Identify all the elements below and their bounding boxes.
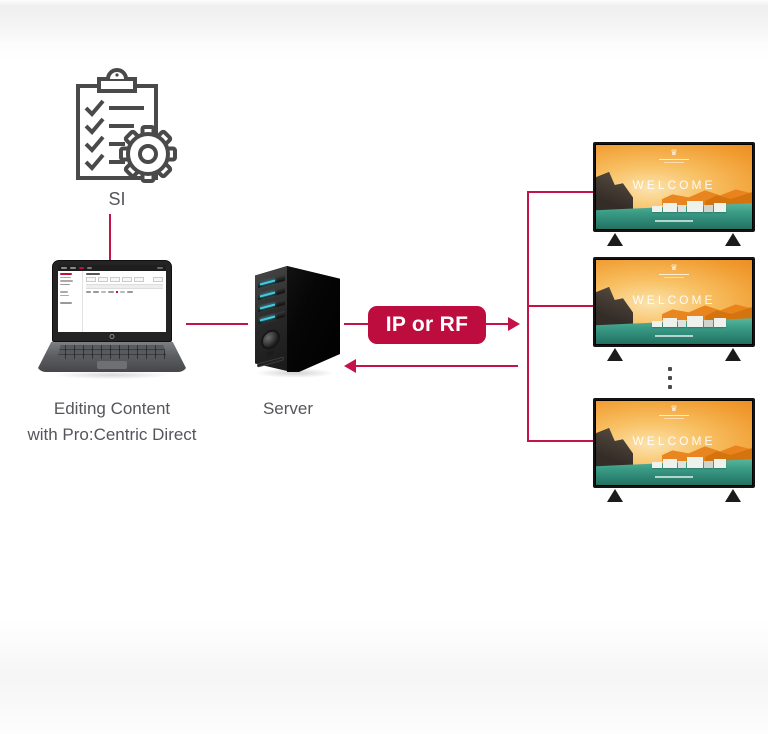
ui-chip bbox=[153, 277, 163, 282]
ui-bar bbox=[127, 291, 133, 293]
hotel-logo: ♛ bbox=[596, 263, 752, 279]
ui-bar bbox=[60, 302, 72, 304]
mini-app-sidebar bbox=[58, 271, 83, 332]
tv-feet bbox=[593, 347, 755, 362]
ui-chip bbox=[134, 277, 144, 282]
laptop-display bbox=[58, 265, 166, 332]
spacer bbox=[60, 287, 80, 289]
laptop-keyboard bbox=[57, 345, 167, 359]
arrow-left-icon bbox=[344, 359, 356, 373]
connector-si-laptop bbox=[109, 214, 111, 262]
branch-line-tv3 bbox=[527, 440, 593, 442]
connector-tvs-server-return bbox=[355, 365, 518, 367]
distribution-trunk-line bbox=[527, 191, 529, 442]
ui-bar bbox=[101, 291, 106, 293]
connector-laptop-server bbox=[186, 323, 248, 325]
ui-bar bbox=[60, 294, 69, 296]
tv-foot-right bbox=[725, 233, 741, 246]
crown-icon: ♛ bbox=[670, 148, 678, 158]
ui-chip bbox=[122, 277, 132, 282]
welcome-text: WELCOME bbox=[632, 433, 716, 448]
server-side-panel bbox=[287, 266, 340, 372]
crown-icon: ♛ bbox=[670, 263, 678, 273]
gear-icon bbox=[119, 125, 177, 183]
laptop-caption-line2: with Pro:Centric Direct bbox=[27, 425, 197, 444]
ui-bar bbox=[60, 280, 73, 282]
ui-bar bbox=[157, 267, 163, 269]
clipboard-checklist-icon bbox=[76, 68, 177, 183]
laptop-base bbox=[36, 342, 188, 372]
laptop bbox=[28, 260, 196, 381]
ip-or-rf-badge: IP or RF bbox=[368, 306, 486, 344]
ui-bar bbox=[70, 267, 76, 269]
hotel-logo: ♛ bbox=[596, 404, 752, 420]
connector-badge-tvs bbox=[486, 323, 508, 325]
ui-bar bbox=[86, 273, 100, 275]
server-caption: Server bbox=[262, 399, 314, 418]
ui-bar bbox=[120, 291, 125, 293]
spacer bbox=[60, 298, 80, 300]
lg-logo bbox=[109, 334, 115, 339]
mini-table-row bbox=[86, 291, 163, 293]
mini-toolbar bbox=[86, 277, 163, 282]
scene-resort-buildings bbox=[652, 200, 727, 213]
si-label: SI bbox=[108, 189, 126, 209]
ui-bar bbox=[108, 291, 114, 293]
ui-bar bbox=[93, 291, 99, 293]
ui-bar bbox=[60, 276, 71, 278]
tv-feet bbox=[593, 488, 755, 503]
welcome-scene: ♛ WELCOME bbox=[596, 145, 752, 229]
si-group bbox=[56, 64, 178, 190]
crown-icon: ♛ bbox=[670, 404, 678, 414]
branch-line-tv1 bbox=[527, 191, 593, 193]
mini-table-header bbox=[86, 284, 163, 289]
connector-server-badge bbox=[344, 323, 368, 325]
server-tower bbox=[239, 266, 351, 380]
mini-app-main bbox=[83, 271, 166, 332]
tv-feet bbox=[593, 232, 755, 247]
ui-bar bbox=[60, 273, 72, 275]
ui-bar bbox=[86, 291, 91, 293]
welcome-scene: ♛ WELCOME bbox=[596, 260, 752, 344]
spacer bbox=[146, 277, 151, 282]
welcome-text: WELCOME bbox=[632, 292, 716, 307]
hotel-logo: ♛ bbox=[596, 148, 752, 164]
ellipsis-dots bbox=[668, 367, 672, 389]
tv-screen: ♛ WELCOME bbox=[593, 257, 755, 347]
ui-bar bbox=[79, 267, 84, 269]
laptop-touchpad bbox=[97, 361, 127, 369]
tv-screen: ♛ WELCOME bbox=[593, 398, 755, 488]
tv-2: ♛ WELCOME bbox=[593, 257, 755, 362]
ui-chip bbox=[110, 277, 120, 282]
ui-chip bbox=[86, 277, 96, 282]
tv-foot-left bbox=[607, 233, 623, 246]
ui-bar bbox=[87, 267, 92, 269]
bottom-gradient-band bbox=[0, 619, 768, 734]
screen-caption-bar bbox=[655, 220, 693, 223]
ui-dot bbox=[116, 291, 118, 293]
welcome-scene: ♛ WELCOME bbox=[596, 401, 752, 485]
laptop-screen bbox=[52, 260, 172, 342]
top-gradient-band bbox=[0, 0, 768, 60]
tv-3: ♛ WELCOME bbox=[593, 398, 755, 503]
mini-app-body bbox=[58, 271, 166, 332]
branch-line-tv2 bbox=[527, 305, 593, 307]
server-shadow bbox=[239, 366, 351, 380]
ui-bar bbox=[61, 267, 67, 269]
ui-bar bbox=[60, 291, 68, 293]
laptop-caption-line1: Editing Content bbox=[53, 399, 171, 418]
welcome-text: WELCOME bbox=[632, 177, 716, 192]
ui-chip bbox=[98, 277, 108, 282]
mini-app-topbar bbox=[58, 265, 166, 271]
arrow-right-icon bbox=[508, 317, 520, 331]
ui-bar bbox=[60, 283, 70, 285]
tv-1: ♛ WELCOME bbox=[593, 142, 755, 247]
tv-screen: ♛ WELCOME bbox=[593, 142, 755, 232]
laptop-caption: Editing Content with Pro:Centric Direct bbox=[0, 396, 224, 448]
laptop-shadow bbox=[28, 369, 196, 381]
